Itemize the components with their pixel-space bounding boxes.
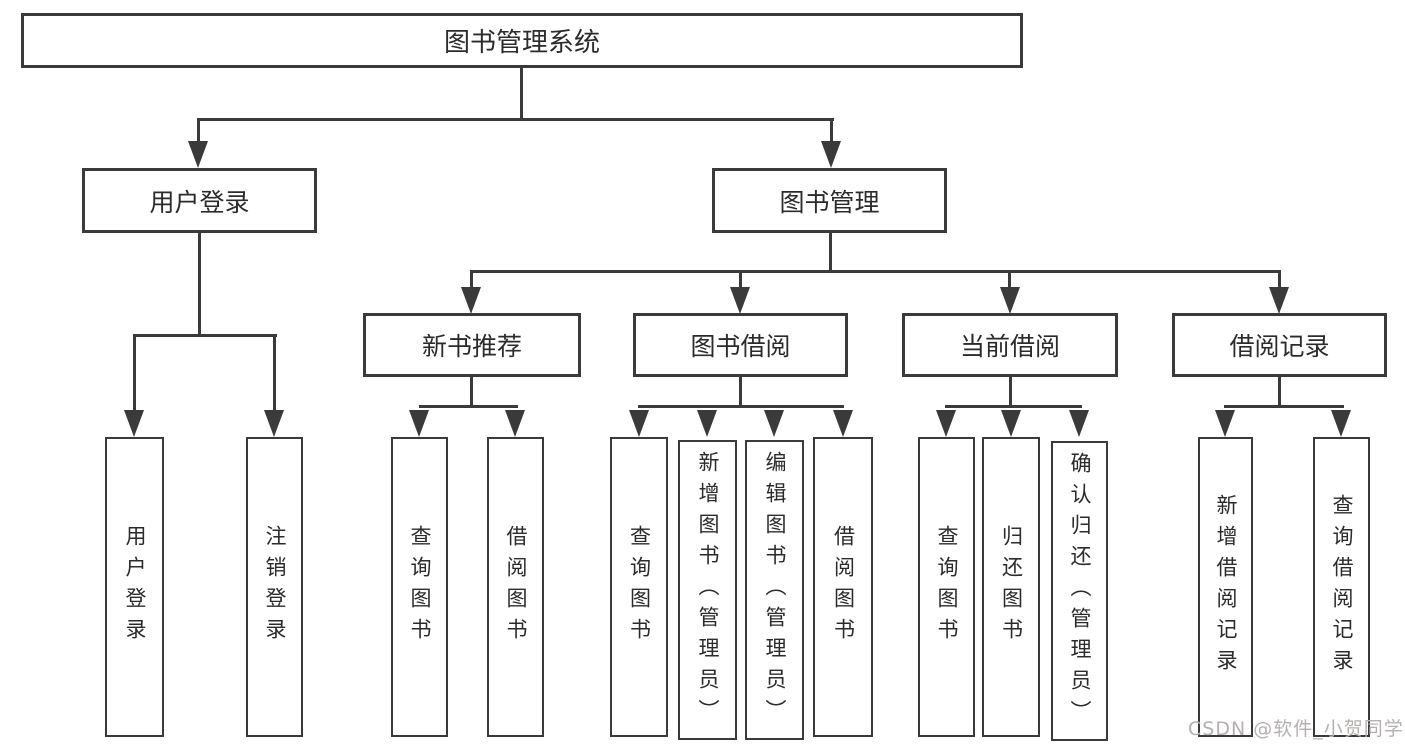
leaf-label: 用户登录 [123, 525, 147, 649]
leaf-label: 编辑图书（管理员） [763, 450, 787, 730]
arrow-down-icon [697, 410, 717, 437]
connector-line [739, 377, 742, 407]
arrow-down-icon [1215, 410, 1235, 437]
connector-line [133, 334, 277, 337]
leaf-label: 新增图书（管理员） [696, 450, 720, 730]
connector-line [520, 68, 523, 120]
connector-line [1278, 270, 1281, 289]
leaf-add-books-admin: 新增图书（管理员） [678, 440, 737, 740]
arrow-down-icon [461, 287, 481, 314]
arrow-down-icon [264, 410, 284, 437]
leaf-borrow-books: 借阅图书 [813, 437, 873, 737]
arrow-down-icon [124, 410, 144, 437]
arrow-down-icon [730, 287, 750, 314]
leaf-label: 查询图书 [935, 525, 959, 649]
connector-line [1008, 270, 1011, 289]
node-user-login: 用户登录 [82, 168, 317, 233]
connector-line [470, 270, 473, 289]
leaf-confirm-return-admin: 确认归还（管理员） [1051, 441, 1108, 741]
leaf-label: 借阅图书 [831, 525, 856, 649]
connector-line [829, 232, 832, 272]
leaf-query-books-borrowing: 查询图书 [610, 437, 668, 737]
node-borrowing-records: 借阅记录 [1172, 313, 1387, 377]
arrow-down-icon [629, 410, 649, 437]
node-new-book-recommendation: 新书推荐 [363, 313, 581, 377]
node-library-system: 图书管理系统 [21, 13, 1023, 68]
connector-line [1278, 375, 1281, 407]
leaf-query-borrow-record: 查询借阅记录 [1313, 437, 1370, 737]
connector-line [198, 232, 201, 336]
arrow-down-icon [833, 410, 853, 437]
leaf-label: 确认归还（管理员） [1068, 451, 1092, 731]
connector-line [273, 334, 276, 410]
node-book-management: 图书管理 [712, 168, 947, 233]
arrow-down-icon [1269, 287, 1289, 314]
connector-line [470, 375, 473, 407]
arrow-down-icon [936, 410, 956, 437]
connector-line [945, 405, 1082, 408]
connector-line [830, 118, 833, 144]
leaf-query-books-current: 查询图书 [918, 437, 975, 737]
arrow-down-icon [1001, 410, 1021, 437]
leaf-label: 借阅图书 [504, 525, 528, 649]
leaf-add-borrow-record: 新增借阅记录 [1198, 437, 1253, 737]
arrow-down-icon [505, 410, 525, 437]
arrow-down-icon [764, 410, 784, 437]
node-book-borrowing: 图书借阅 [633, 313, 848, 377]
connector-line [197, 118, 834, 121]
leaf-query-books-recommend: 查询图书 [391, 437, 448, 737]
leaf-label: 查询图书 [627, 525, 652, 649]
connector-line [133, 334, 136, 410]
arrow-down-icon [1069, 410, 1089, 437]
leaf-return-books: 归还图书 [982, 437, 1040, 737]
connector-line [638, 405, 844, 408]
connector-line [470, 270, 1281, 273]
connector-line [1009, 377, 1012, 407]
leaf-label: 查询借阅记录 [1330, 494, 1354, 680]
node-current-borrowing: 当前借阅 [902, 313, 1118, 377]
connector-line [1224, 405, 1344, 408]
arrow-down-icon [409, 410, 429, 437]
connector-line [419, 405, 518, 408]
leaf-edit-books-admin: 编辑图书（管理员） [745, 440, 804, 740]
csdn-watermark: CSDN @软件_小贺同学 [1188, 718, 1404, 740]
arrow-down-icon [1000, 287, 1020, 314]
arrow-down-icon [821, 141, 841, 168]
leaf-logout: 注销登录 [246, 437, 303, 737]
connector-line [739, 270, 742, 289]
leaf-label: 新增借阅记录 [1214, 494, 1238, 680]
leaf-label: 注销登录 [263, 525, 287, 649]
leaf-user-login: 用户登录 [105, 437, 164, 737]
leaf-borrow-books-recommend: 借阅图书 [487, 437, 544, 737]
arrow-down-icon [188, 141, 208, 168]
arrow-down-icon [1331, 410, 1351, 437]
leaf-label: 查询图书 [408, 525, 432, 649]
connector-line [197, 118, 200, 144]
leaf-label: 归还图书 [999, 525, 1024, 649]
